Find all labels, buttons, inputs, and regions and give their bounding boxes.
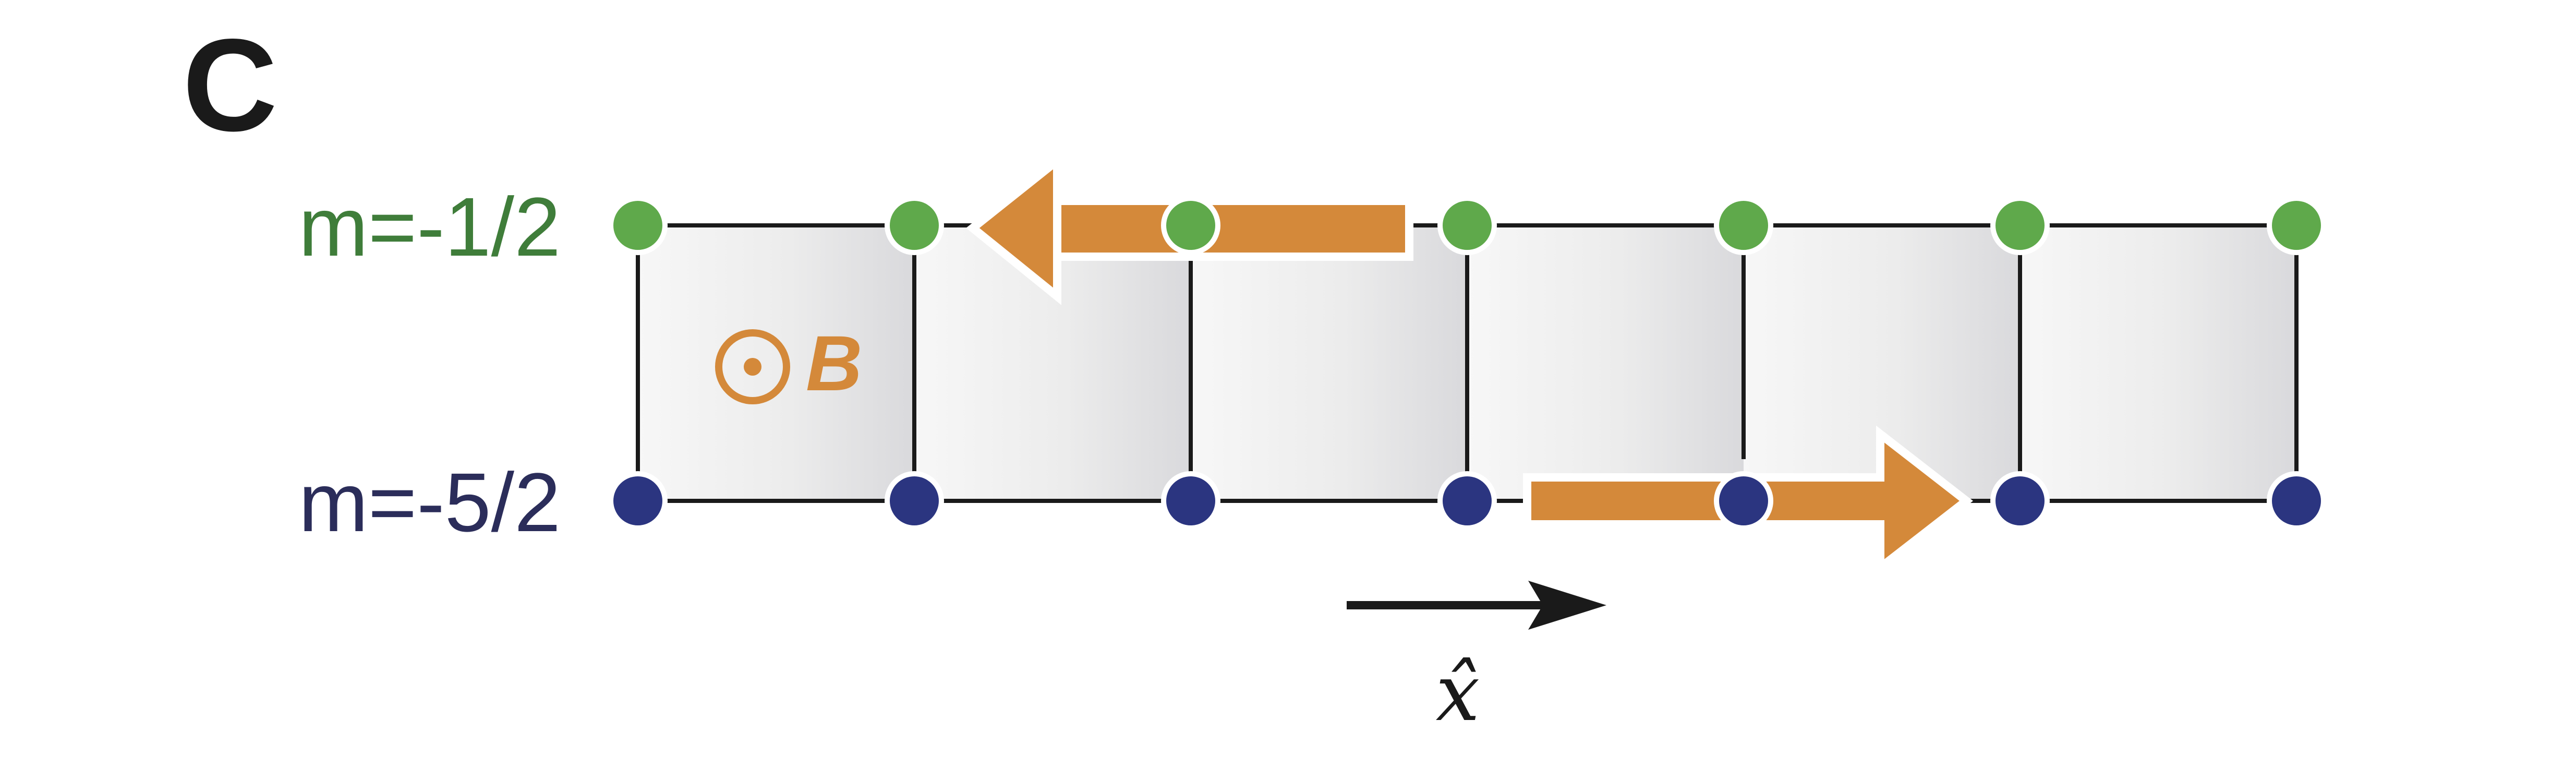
- lattice-cell: [638, 225, 914, 501]
- lower-site: [1990, 471, 2050, 531]
- upper-site: [2267, 196, 2326, 255]
- lower-site: [1714, 471, 1773, 531]
- lower-site: [885, 471, 944, 531]
- lattice-rungs: [636, 225, 2299, 501]
- lower-site: [1437, 471, 1497, 531]
- lower-site: [1161, 471, 1220, 531]
- x-axis-arrowhead: [1528, 581, 1606, 630]
- x-axis-label: x̂: [1436, 648, 1480, 739]
- lower-site: [2267, 471, 2326, 531]
- lattice-cell: [2020, 225, 2296, 501]
- row-label-upper: m=-1/2: [299, 180, 561, 273]
- out-of-plane-dot: [744, 358, 761, 376]
- out-of-plane-icon: [715, 329, 790, 404]
- field-label: B: [806, 319, 862, 407]
- upper-site: [1714, 196, 1773, 255]
- panel-letter: C: [183, 12, 277, 159]
- upper-site: [608, 196, 668, 255]
- upper-site: [1161, 196, 1220, 255]
- upper-site: [885, 196, 944, 255]
- magnetic-field-marker: B: [715, 319, 862, 407]
- upper-site: [1437, 196, 1497, 255]
- upper-site: [1990, 196, 2050, 255]
- lower-row-sites: [608, 471, 2326, 531]
- row-label-lower: m=-5/2: [299, 455, 561, 549]
- lattice-cell: [1467, 225, 1744, 501]
- upper-row-sites: [608, 196, 2326, 255]
- lattice-cell: [1191, 225, 1467, 501]
- lower-site: [608, 471, 668, 531]
- x-axis-indicator: x̂: [1347, 581, 1606, 739]
